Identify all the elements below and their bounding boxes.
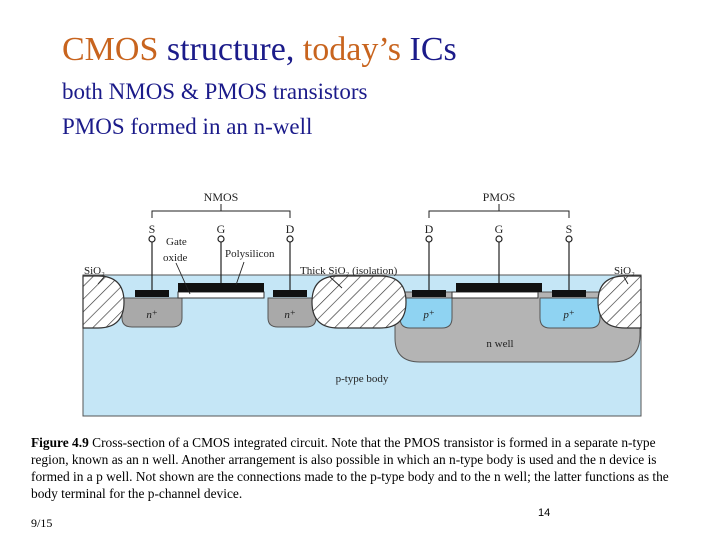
cmos-cross-section-diagram: NMOS PMOS S G D D G S Gate oxide Polysil… <box>82 190 642 417</box>
figure-label: Figure 4.9 <box>31 435 89 450</box>
pmos-source-contact <box>552 290 586 297</box>
label-n-plus-left: n⁺ <box>146 309 158 321</box>
slide-date: 9/15 <box>31 516 53 530</box>
label-p-plus-right: p⁺ <box>562 309 575 321</box>
label-n-plus-right: n⁺ <box>284 309 296 321</box>
title-cmos: CMOS <box>62 31 159 68</box>
gate-oxide-pmos <box>451 291 539 299</box>
label-sio2-right: SiO₂ <box>614 265 635 277</box>
label-s-pmos: S <box>566 222 573 236</box>
caption-text: Cross-section of a CMOS integrated circu… <box>31 435 669 501</box>
label-g-nmos: G <box>217 222 226 236</box>
oxide-right <box>597 275 642 329</box>
nmos-gate-polysilicon <box>178 283 264 292</box>
label-d-pmos: D <box>425 222 434 236</box>
label-p-type-body: p-type body <box>336 373 389 385</box>
bullet-2: PMOS formed in an n-well <box>62 114 313 139</box>
n-plus-region-left <box>121 297 183 328</box>
slide-title: CMOS structure, today’s ICs <box>62 30 457 70</box>
pmos-gate-polysilicon <box>456 283 542 292</box>
pmos-drain-contact <box>412 290 446 297</box>
n-plus-region-right <box>267 297 317 328</box>
label-gate-oxide-1: Gate <box>166 236 187 248</box>
label-s-nmos: S <box>149 222 156 236</box>
label-pmos: PMOS <box>483 190 516 204</box>
nmos-drain-contact <box>273 290 307 297</box>
label-polysilicon: Polysilicon <box>225 248 275 260</box>
label-g-pmos: G <box>495 222 504 236</box>
title-structure: structure, <box>166 31 295 68</box>
label-sio2-left: SiO₂ <box>84 265 105 277</box>
label-thick-sio2: Thick SiO₂ (isolation) <box>300 265 398 277</box>
title-ics: ICs <box>409 31 457 68</box>
figure-caption: Figure 4.9 Cross-section of a CMOS integ… <box>31 434 671 502</box>
p-plus-region-right <box>539 297 601 329</box>
oxide-center <box>311 275 407 329</box>
label-d-nmos: D <box>286 222 295 236</box>
label-n-well: n well <box>486 338 513 350</box>
p-plus-region-left <box>399 297 453 329</box>
page-number: 14 <box>538 507 551 519</box>
label-p-plus-left: p⁺ <box>422 309 435 321</box>
label-gate-oxide-2: oxide <box>163 252 188 264</box>
oxide-left <box>82 275 125 329</box>
gate-oxide-nmos <box>177 291 265 299</box>
bullet-1: both NMOS & PMOS transistors <box>62 79 368 104</box>
title-todays: today’s <box>302 31 402 68</box>
nmos-source-contact <box>135 290 169 297</box>
label-nmos: NMOS <box>204 190 239 204</box>
